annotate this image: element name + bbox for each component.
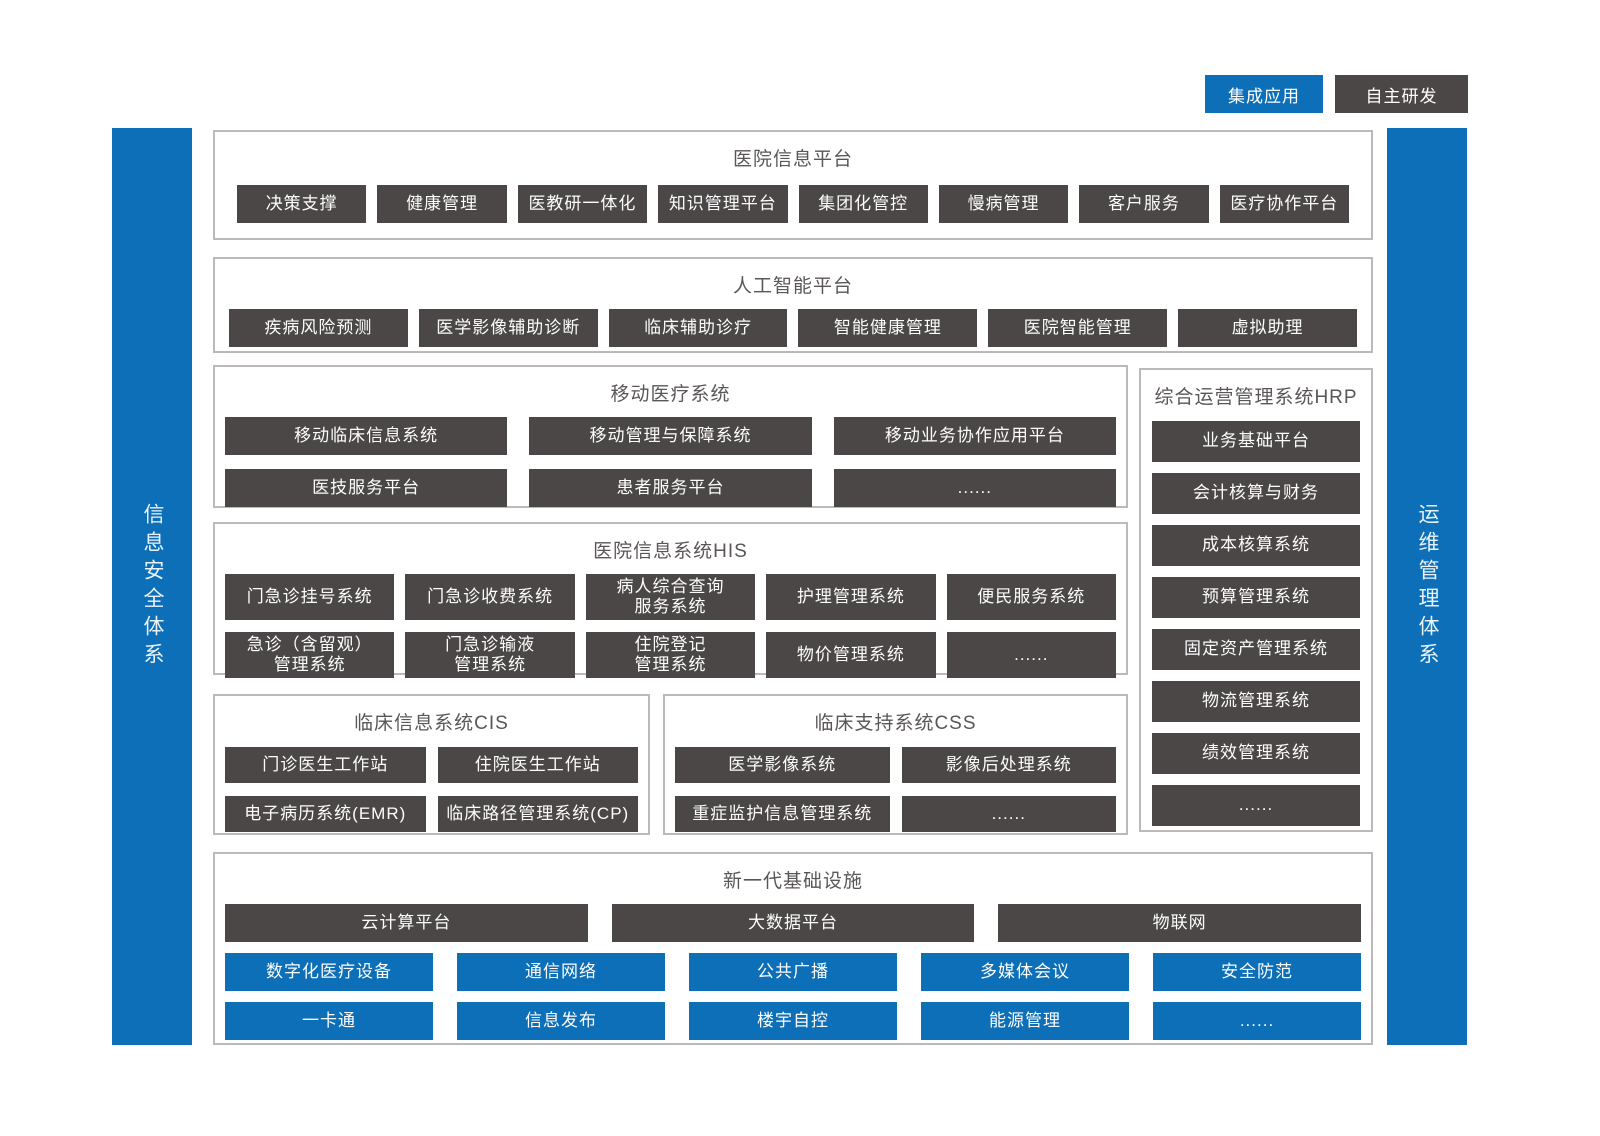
section-title: 移动医疗系统	[610, 384, 731, 405]
node-row: 疾病风险预测 医学影像辅助诊断 临床辅助诊疗 智能健康管理 医院智能管理 虚拟助…	[229, 309, 1357, 347]
section-ai-platform: 人工智能平台 疾病风险预测 医学影像辅助诊断 临床辅助诊疗 智能健康管理 医院智…	[213, 257, 1373, 353]
section-title: 医院信息平台	[732, 149, 853, 170]
section-hrp: 综合运营管理系统HRP 业务基础平台 会计核算与财务 成本核算系统 预算管理系统…	[1139, 368, 1373, 832]
section-title: 医院信息系统HIS	[593, 541, 748, 562]
node-outpatient-charging: 门急诊收费系统	[405, 574, 575, 620]
node-row: 重症监护信息管理系统 ......	[675, 796, 1116, 832]
section-hospital-info-platform: 医院信息平台 决策支撑 健康管理 医教研一体化 知识管理平台 集团化管控 慢病管…	[213, 130, 1373, 240]
node-one-card: 一卡通	[225, 1002, 433, 1040]
section-cis: 临床信息系统CIS 门诊医生工作站 住院医生工作站 电子病历系统(EMR) 临床…	[213, 694, 650, 835]
node-row: 电子病历系统(EMR) 临床路径管理系统(CP)	[225, 796, 638, 832]
section-title: 临床信息系统CIS	[354, 713, 509, 734]
node-medical-collaboration: 医疗协作平台	[1219, 185, 1349, 223]
node-knowledge-management: 知识管理平台	[658, 185, 788, 223]
node-ellipsis: ......	[833, 469, 1116, 507]
node-budget-management: 预算管理系统	[1152, 577, 1360, 618]
node-ellipsis: ......	[901, 796, 1116, 832]
node-cloud-computing: 云计算平台	[225, 904, 588, 942]
node-patient-service-platform: 患者服务平台	[529, 469, 812, 507]
node-infusion-management: 门急诊输液 管理系统	[405, 632, 575, 678]
legend-self-developed: 自主研发	[1335, 75, 1468, 113]
node-clinical-assisted-treatment: 临床辅助诊疗	[608, 309, 788, 347]
node-virtual-assistant: 虚拟助理	[1178, 309, 1357, 347]
section-css: 临床支持系统CSS 医学影像系统 影像后处理系统 重症监护信息管理系统 ....…	[663, 694, 1128, 835]
node-outpatient-doctor-station: 门诊医生工作站	[225, 747, 426, 783]
node-mobile-clinical-info: 移动临床信息系统	[225, 417, 508, 455]
node-row: 急诊（含留观） 管理系统 门急诊输液 管理系统 住院登记 管理系统 物价管理系统…	[225, 632, 1116, 678]
node-convenience-service: 便民服务系统	[946, 574, 1116, 620]
node-row: 数字化医疗设备 通信网络 公共广播 多媒体会议 安全防范	[225, 953, 1361, 991]
node-image-postprocessing: 影像后处理系统	[901, 747, 1116, 783]
node-row: 移动临床信息系统 移动管理与保障系统 移动业务协作应用平台	[225, 417, 1116, 455]
node-mobile-management-support: 移动管理与保障系统	[529, 417, 812, 455]
node-medical-imaging-system: 医学影像系统	[675, 747, 890, 783]
node-patient-query-service: 病人综合查询 服务系统	[585, 574, 756, 620]
node-security-protection: 安全防范	[1153, 953, 1361, 991]
node-medtech-service-platform: 医技服务平台	[225, 469, 508, 507]
node-smart-health-management: 智能健康管理	[798, 309, 978, 347]
node-info-publishing: 信息发布	[457, 1002, 665, 1040]
node-big-data-platform: 大数据平台	[611, 904, 975, 942]
node-building-automation: 楼宇自控	[689, 1002, 897, 1040]
node-chronic-disease: 慢病管理	[938, 185, 1069, 223]
node-health-management: 健康管理	[377, 185, 507, 223]
node-cost-accounting: 成本核算系统	[1152, 525, 1360, 566]
node-smart-hospital-management: 医院智能管理	[988, 309, 1168, 347]
section-title: 新一代基础设施	[722, 871, 863, 892]
node-row: 决策支撑 健康管理 医教研一体化 知识管理平台 集团化管控 慢病管理 客户服务 …	[237, 185, 1349, 223]
node-group-control: 集团化管控	[798, 185, 928, 223]
node-customer-service: 客户服务	[1079, 185, 1209, 223]
node-icu-info-management: 重症监护信息管理系统	[675, 796, 890, 832]
node-accounting-finance: 会计核算与财务	[1152, 473, 1360, 514]
info-security-system-bar: 信息安全体系	[112, 128, 192, 1045]
node-ellipsis: ......	[946, 632, 1116, 678]
node-logistics-management: 物流管理系统	[1152, 681, 1360, 722]
node-ellipsis: ......	[1153, 1002, 1361, 1040]
section-title: 人工智能平台	[732, 276, 853, 297]
section-mobile-medical: 移动医疗系统 移动临床信息系统 移动管理与保障系统 移动业务协作应用平台 医技服…	[213, 365, 1128, 508]
node-outpatient-registration: 门急诊挂号系统	[225, 574, 395, 620]
info-security-system-label: 信息安全体系	[141, 502, 164, 671]
node-disease-risk-prediction: 疾病风险预测	[229, 309, 408, 347]
ops-management-system-label: 运维管理体系	[1416, 502, 1439, 671]
node-emergency-observation: 急诊（含留观） 管理系统	[225, 632, 395, 678]
node-imaging-assisted-diagnosis: 医学影像辅助诊断	[418, 309, 598, 347]
node-clinical-pathway-cp: 临床路径管理系统(CP)	[437, 796, 638, 832]
ops-management-system-bar: 运维管理体系	[1387, 128, 1467, 1045]
section-infrastructure: 新一代基础设施 云计算平台 大数据平台 物联网 数字化医疗设备 通信网络 公共广…	[213, 852, 1373, 1045]
node-ellipsis: ......	[1152, 785, 1360, 826]
section-his: 医院信息系统HIS 门急诊挂号系统 门急诊收费系统 病人综合查询 服务系统 护理…	[213, 522, 1128, 678]
node-fixed-assets: 固定资产管理系统	[1152, 629, 1360, 670]
section-title: 临床支持系统CSS	[814, 713, 977, 734]
node-nursing-management: 护理管理系统	[766, 574, 936, 620]
node-row: 医学影像系统 影像后处理系统	[675, 747, 1116, 783]
node-energy-management: 能源管理	[921, 1002, 1129, 1040]
node-stack: 业务基础平台 会计核算与财务 成本核算系统 预算管理系统 固定资产管理系统 物流…	[1152, 421, 1360, 826]
node-performance-management: 绩效管理系统	[1152, 733, 1360, 774]
node-inpatient-registration: 住院登记 管理系统	[585, 632, 756, 678]
node-decision-support: 决策支撑	[237, 185, 367, 223]
node-row: 一卡通 信息发布 楼宇自控 能源管理 ......	[225, 1002, 1361, 1040]
node-row: 门急诊挂号系统 门急诊收费系统 病人综合查询 服务系统 护理管理系统 便民服务系…	[225, 574, 1116, 620]
node-mobile-business-collab: 移动业务协作应用平台	[833, 417, 1116, 455]
node-medical-education-research: 医教研一体化	[517, 185, 648, 223]
section-title: 综合运营管理系统HRP	[1154, 387, 1358, 408]
node-row: 门诊医生工作站 住院医生工作站	[225, 747, 638, 783]
node-row: 医技服务平台 患者服务平台 ......	[225, 469, 1116, 507]
node-business-base-platform: 业务基础平台	[1152, 421, 1360, 462]
node-iot: 物联网	[998, 904, 1361, 942]
legend-integrated-application: 集成应用	[1205, 75, 1323, 113]
node-row: 云计算平台 大数据平台 物联网	[225, 904, 1361, 942]
node-communication-network: 通信网络	[457, 953, 665, 991]
node-inpatient-doctor-station: 住院医生工作站	[437, 747, 638, 783]
node-digital-medical-equipment: 数字化医疗设备	[225, 953, 433, 991]
node-emr-system: 电子病历系统(EMR)	[225, 796, 426, 832]
node-price-management: 物价管理系统	[766, 632, 936, 678]
node-public-broadcast: 公共广播	[689, 953, 897, 991]
node-multimedia-conference: 多媒体会议	[921, 953, 1129, 991]
